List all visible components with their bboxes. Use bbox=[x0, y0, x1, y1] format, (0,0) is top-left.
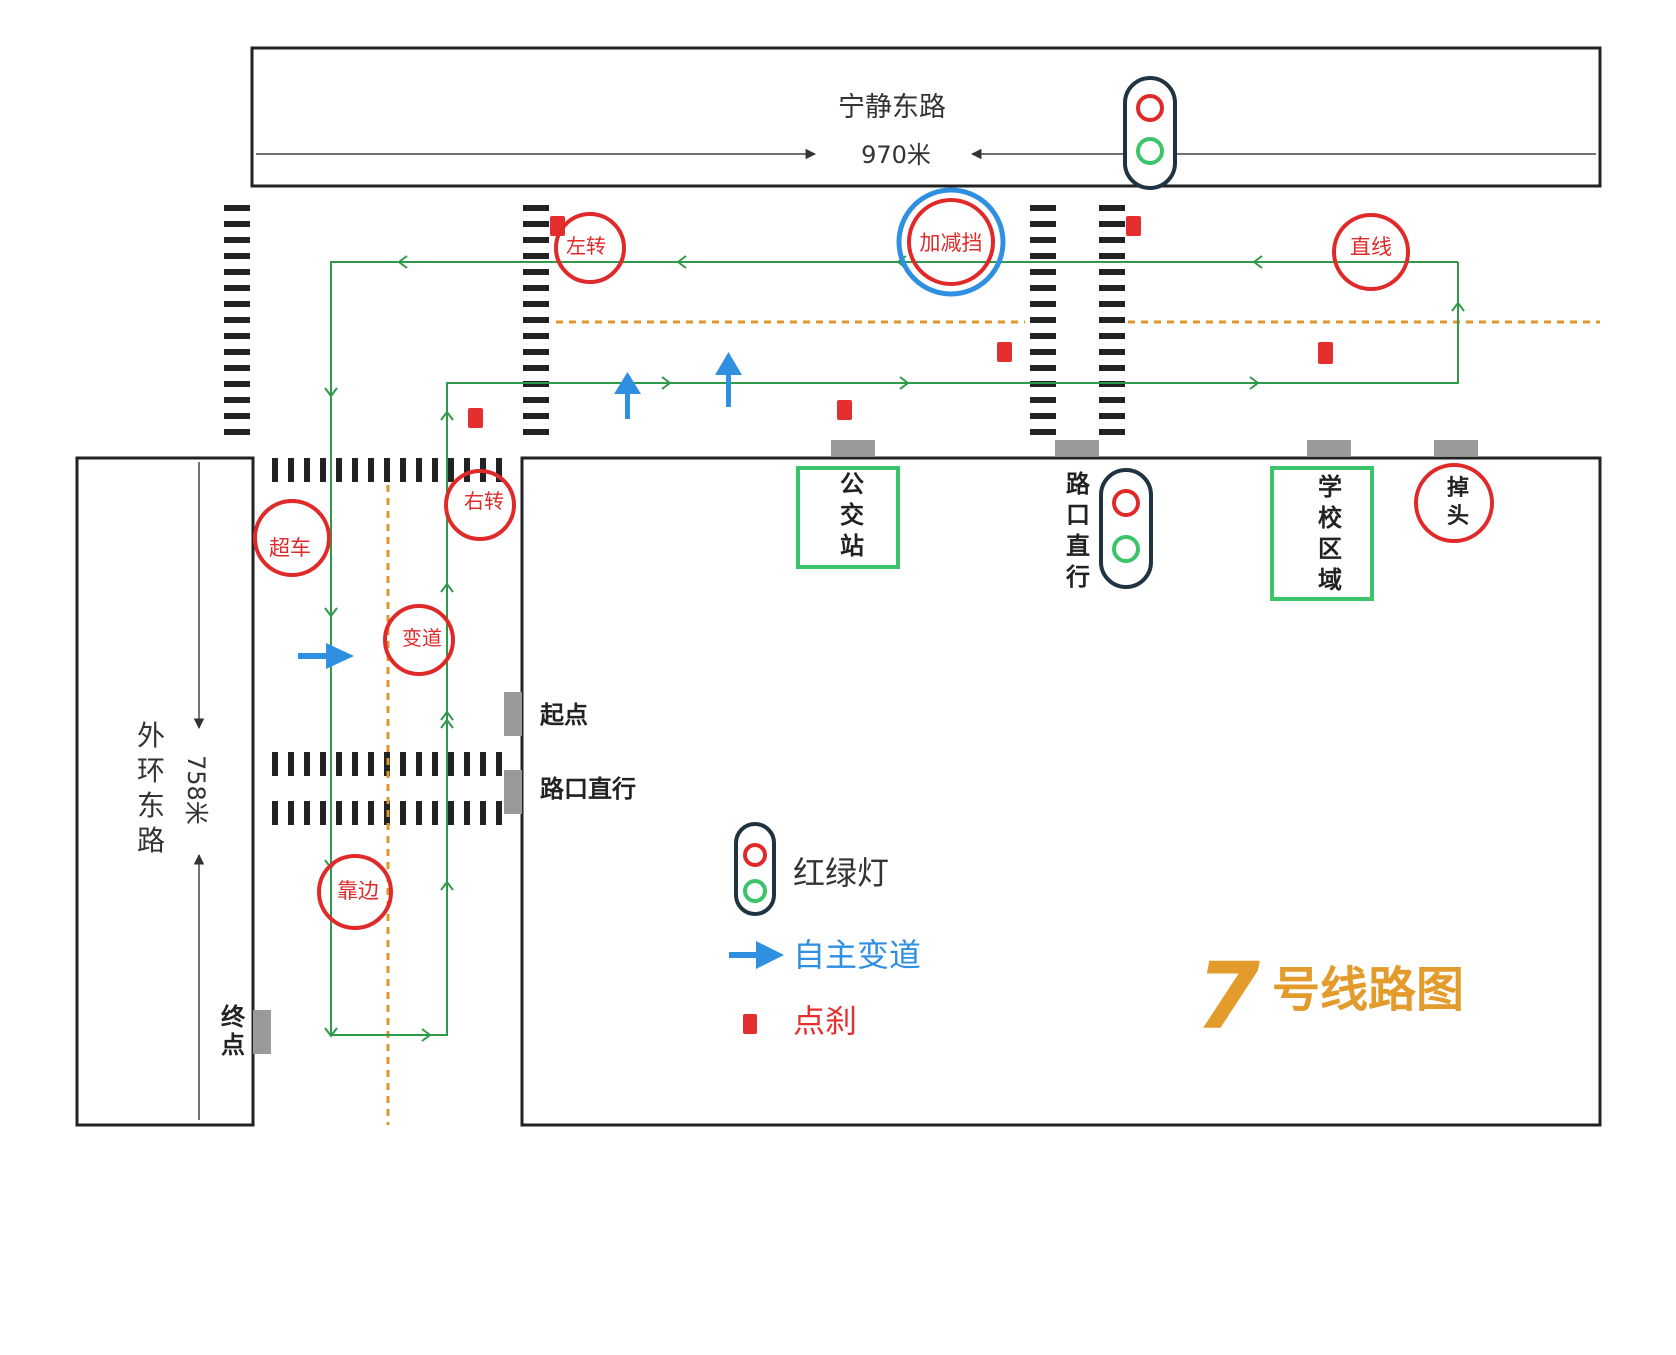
maneuver-right-turn: 右转 bbox=[444, 469, 516, 541]
school-zone-label: 学 校 区 域 bbox=[1318, 473, 1343, 594]
top-road-block bbox=[250, 46, 1602, 188]
maneuver-straight: 直线 bbox=[1332, 213, 1410, 291]
curb-markers bbox=[253, 440, 1478, 1054]
legend-brake-label: 点刹 bbox=[793, 1002, 857, 1040]
lane-change-arrow-up-2 bbox=[715, 352, 742, 407]
left-road-name: 外 环 东 路 bbox=[137, 719, 165, 857]
crosswalk-left-road-top bbox=[272, 458, 502, 482]
brake-marks bbox=[468, 216, 1333, 428]
crosswalk-left-road-mid-b bbox=[272, 801, 502, 825]
legend: 红绿灯 自主变道 点刹 bbox=[729, 822, 921, 1040]
svg-text:外: 外 bbox=[137, 719, 165, 752]
maneuver-overtake: 超车 bbox=[253, 499, 331, 577]
crosswalk-left-top bbox=[224, 205, 250, 435]
brake-mark bbox=[468, 408, 483, 428]
svg-text:站: 站 bbox=[840, 532, 864, 560]
top-road-length: 970米 bbox=[861, 141, 931, 169]
overtake-label: 超车 bbox=[269, 536, 311, 560]
brake-mark bbox=[1126, 216, 1141, 236]
svg-text:区: 区 bbox=[1318, 535, 1342, 563]
svg-text:路: 路 bbox=[137, 824, 165, 857]
svg-text:掉: 掉 bbox=[1447, 476, 1469, 501]
maneuver-left-turn: 左转 bbox=[554, 212, 626, 284]
school-zone-box bbox=[1270, 466, 1374, 601]
svg-text:公: 公 bbox=[840, 470, 864, 498]
start-marker bbox=[504, 692, 522, 736]
end-label: 终 点 bbox=[221, 1003, 246, 1059]
lane-change-label: 变道 bbox=[402, 626, 442, 650]
route-direction-marks bbox=[324, 255, 1465, 1042]
svg-text:路: 路 bbox=[1066, 470, 1091, 498]
svg-text:口: 口 bbox=[1066, 501, 1090, 529]
traffic-light-intersection bbox=[1099, 468, 1153, 589]
route-title-text: 号线路图 bbox=[1272, 962, 1464, 1018]
legend-lane-change-arrow-icon bbox=[729, 941, 784, 969]
svg-text:交: 交 bbox=[840, 501, 864, 529]
start-label: 起点 bbox=[539, 701, 588, 729]
maneuver-u-turn: 掉 头 bbox=[1414, 463, 1494, 543]
straight-label: 直线 bbox=[1350, 235, 1392, 259]
maneuver-gear-shift: 加减挡 bbox=[896, 187, 1006, 297]
intersection-straight-label: 路口直行 bbox=[540, 775, 636, 803]
maneuver-pull-over: 靠边 bbox=[317, 854, 393, 930]
top-road-name: 宁静东路 bbox=[838, 92, 946, 123]
maneuver-lane-change: 变道 bbox=[383, 604, 455, 676]
route-title-number: 7 bbox=[1196, 943, 1260, 1050]
legend-brake-icon bbox=[743, 1014, 757, 1034]
svg-text:头: 头 bbox=[1447, 504, 1469, 529]
intersection-marker bbox=[504, 770, 522, 814]
bus-stop-label: 公 交 站 bbox=[840, 470, 864, 560]
main-block bbox=[520, 456, 1602, 1127]
crosswalk-left-road-mid-a bbox=[272, 752, 502, 776]
brake-mark bbox=[1318, 342, 1333, 364]
pull-over-label: 靠边 bbox=[337, 879, 379, 903]
crosswalk-right-a bbox=[1030, 205, 1056, 435]
svg-text:校: 校 bbox=[1318, 504, 1343, 532]
svg-text:点: 点 bbox=[221, 1031, 245, 1059]
lane-change-arrow-right bbox=[298, 643, 354, 669]
legend-traffic-light-icon bbox=[734, 822, 776, 916]
right-turn-label: 右转 bbox=[464, 489, 504, 513]
legend-lane-change-label: 自主变道 bbox=[793, 936, 921, 974]
left-road-block bbox=[75, 456, 255, 1127]
crosswalk-mid-top bbox=[523, 205, 549, 435]
svg-text:学: 学 bbox=[1318, 473, 1342, 501]
brake-mark bbox=[997, 342, 1012, 362]
route-path bbox=[330, 261, 1459, 1036]
svg-text:域: 域 bbox=[1318, 566, 1342, 594]
left-turn-label: 左转 bbox=[566, 234, 606, 258]
crosswalk-right-b bbox=[1099, 205, 1125, 435]
intersection-straight-vertical-label: 路 口 直 行 bbox=[1065, 470, 1091, 591]
lane-change-arrow-up-1 bbox=[614, 372, 641, 419]
end-marker bbox=[253, 1010, 271, 1054]
gear-shift-label: 加减挡 bbox=[920, 231, 983, 255]
left-road-length: 758米 bbox=[182, 755, 210, 825]
legend-traffic-light-label: 红绿灯 bbox=[793, 854, 889, 892]
svg-text:环: 环 bbox=[137, 754, 165, 787]
brake-mark bbox=[837, 400, 852, 420]
traffic-light-top bbox=[1123, 76, 1177, 190]
bus-stop-box bbox=[796, 466, 900, 569]
svg-text:东: 东 bbox=[137, 789, 165, 822]
svg-text:终: 终 bbox=[221, 1003, 246, 1031]
svg-text:直: 直 bbox=[1066, 532, 1090, 560]
svg-text:行: 行 bbox=[1065, 563, 1090, 591]
